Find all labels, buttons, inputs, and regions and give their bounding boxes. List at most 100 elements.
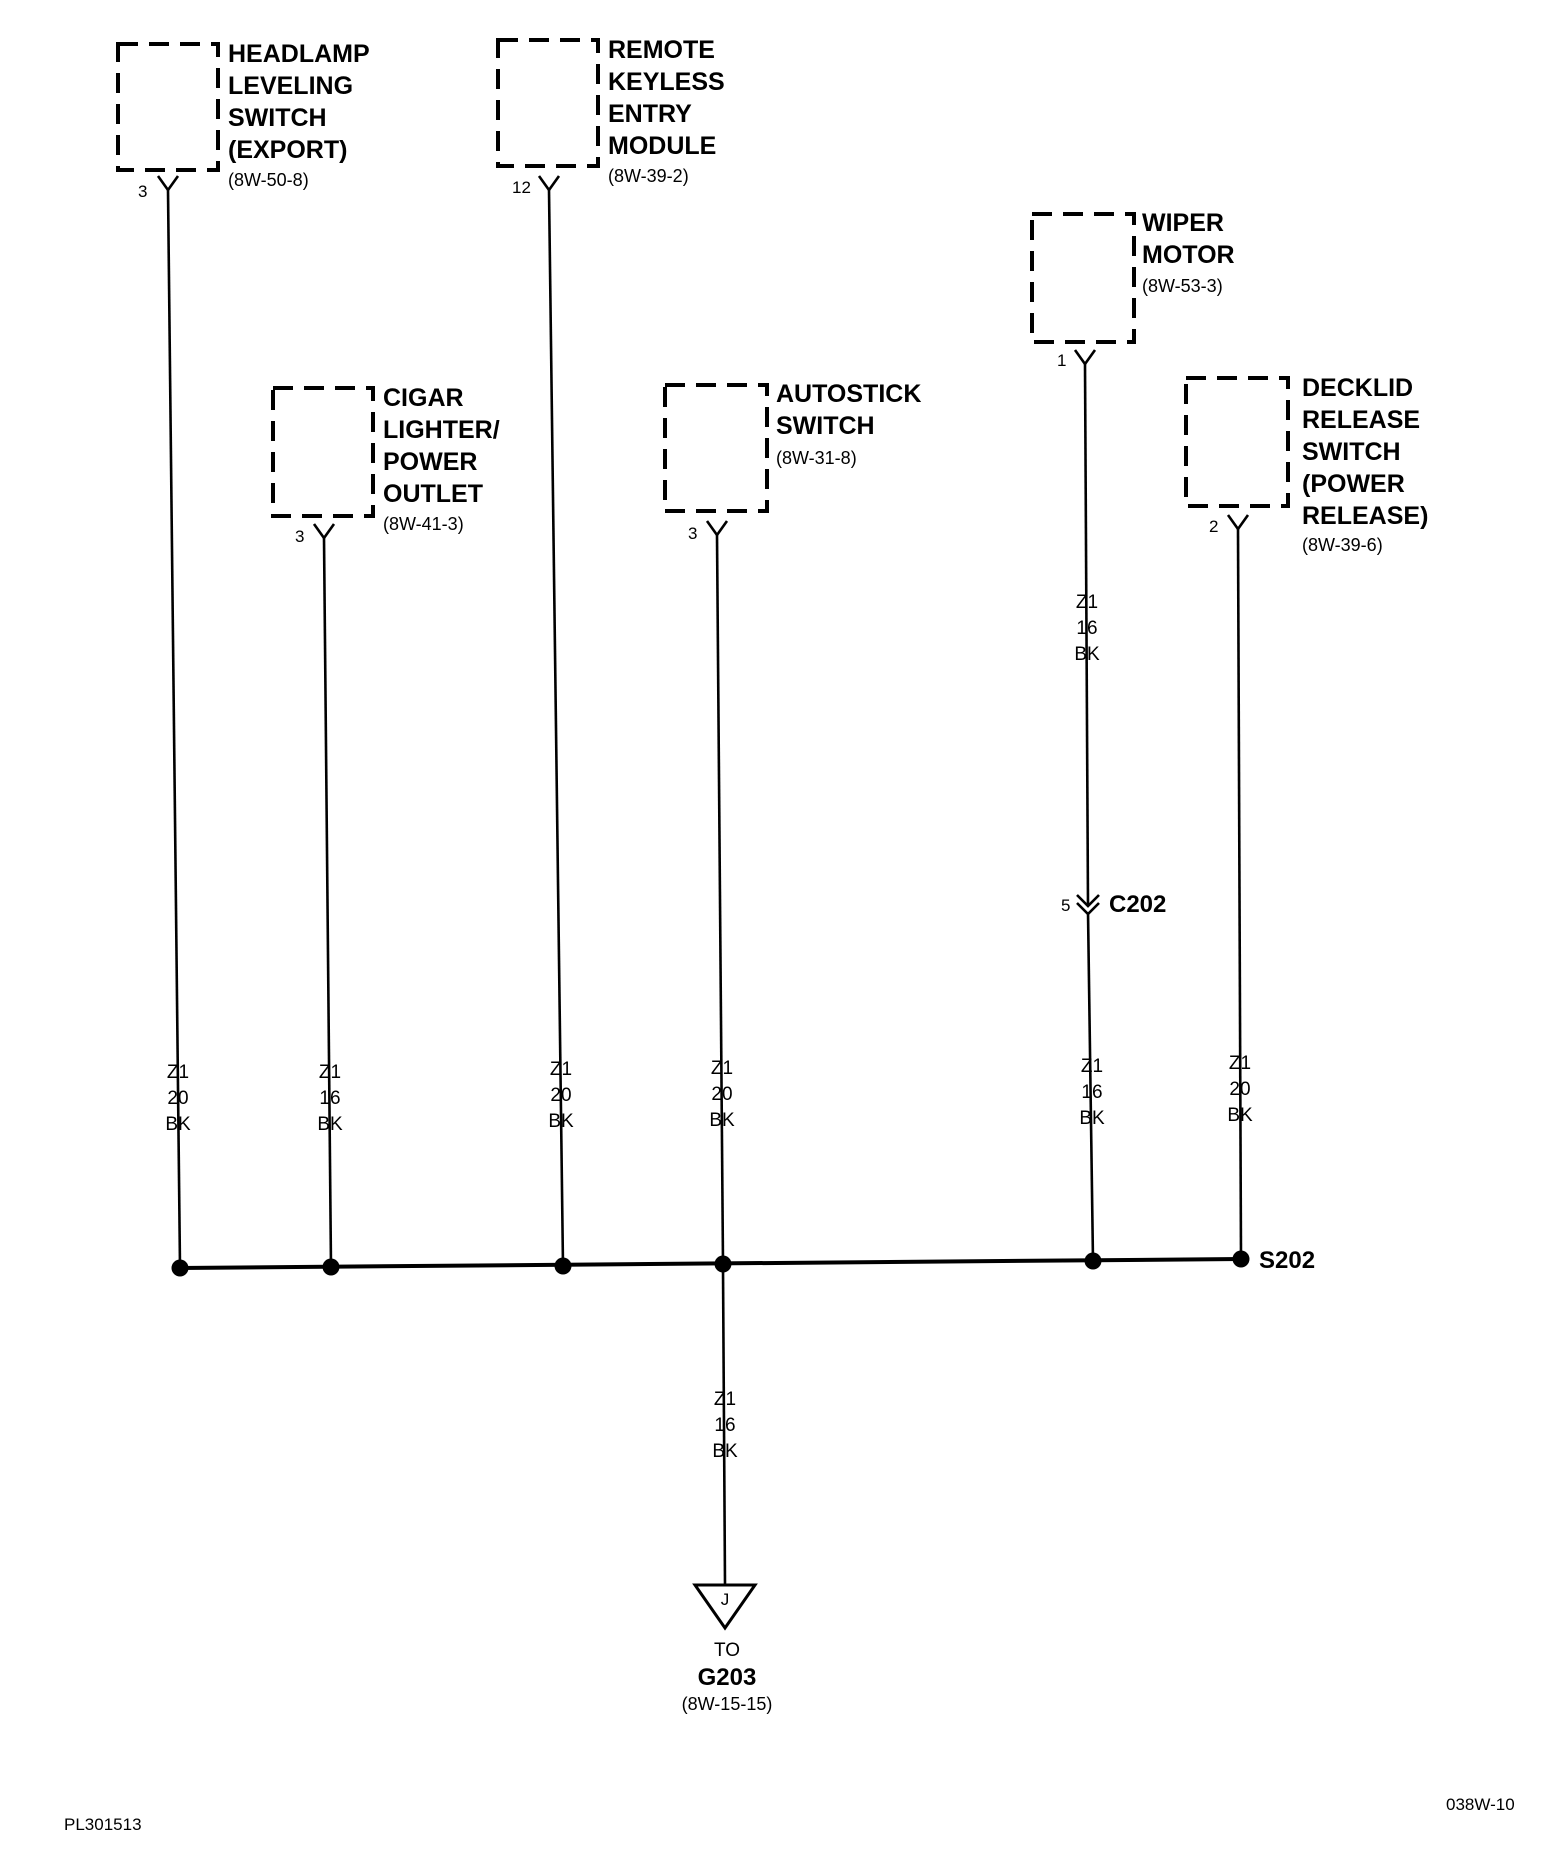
connector-c202: 5 C202 bbox=[1061, 891, 1166, 918]
component-headlamp-leveling-switch: HEADLAMP LEVELING SWITCH (EXPORT) (8W-50… bbox=[116, 40, 370, 201]
component-ref: (8W-31-8) bbox=[776, 448, 857, 468]
component-name-line: LIGHTER/ bbox=[383, 416, 500, 444]
wire-circuit: Z1 bbox=[711, 1058, 733, 1079]
wire-color: BK bbox=[712, 1441, 738, 1462]
wire-labels: Z1 20 BK Z1 16 BK Z1 20 BK Z1 20 BK Z1 1… bbox=[165, 592, 1253, 1462]
component-ref: (8W-39-2) bbox=[608, 166, 689, 186]
wire-circuit: Z1 bbox=[167, 1062, 189, 1083]
component-remote-keyless-entry-module: REMOTE KEYLESS ENTRY MODULE (8W-39-2) 12 bbox=[496, 36, 725, 197]
component-name-line: SWITCH bbox=[1302, 438, 1401, 466]
wire-gauge: 16 bbox=[1076, 618, 1097, 639]
connector-name: C202 bbox=[1109, 891, 1166, 918]
splice-dot bbox=[1232, 1250, 1250, 1268]
component-name-line: MODULE bbox=[608, 132, 716, 160]
wire-wiper-upper bbox=[1083, 363, 1090, 906]
wire-label-decklid: Z1 20 BK bbox=[1227, 1053, 1253, 1126]
component-box bbox=[116, 42, 220, 172]
wire-circuit: Z1 bbox=[1076, 592, 1098, 613]
pin-terminal-icon bbox=[705, 520, 729, 538]
component-box bbox=[663, 383, 769, 513]
component-name-line: SWITCH bbox=[776, 412, 875, 440]
component-ref: (8W-50-8) bbox=[228, 170, 309, 190]
ground-reference: J TO G203 (8W-15-15) bbox=[682, 1583, 773, 1714]
component-cigar-lighter-power-outlet: CIGAR LIGHTER/ POWER OUTLET (8W-41-3) 3 bbox=[271, 384, 500, 546]
component-name-line: REMOTE bbox=[608, 36, 715, 64]
component-name-line: POWER bbox=[383, 448, 477, 476]
component-name-line: (EXPORT) bbox=[228, 136, 347, 164]
wire-color: BK bbox=[709, 1110, 735, 1131]
component-name-line: LEVELING bbox=[228, 72, 353, 100]
component-name-line: OUTLET bbox=[383, 480, 483, 508]
component-ref: (8W-39-6) bbox=[1302, 535, 1383, 555]
component-autostick-switch: AUTOSTICK SWITCH (8W-31-8) 3 bbox=[663, 380, 921, 543]
splice-dot bbox=[171, 1259, 189, 1277]
pin-terminal-icon bbox=[537, 175, 561, 193]
footer-right-code: 038W-10 bbox=[1446, 1795, 1515, 1814]
pin-terminal-icon bbox=[1226, 514, 1250, 532]
wire-gauge: 20 bbox=[167, 1088, 188, 1109]
component-name-line: CIGAR bbox=[383, 384, 464, 412]
wire-gauge: 16 bbox=[714, 1415, 735, 1436]
component-ref: (8W-53-3) bbox=[1142, 276, 1223, 296]
component-box bbox=[1184, 376, 1290, 508]
component-box bbox=[496, 38, 600, 168]
splice-dot bbox=[322, 1258, 340, 1276]
component-name-line: MOTOR bbox=[1142, 241, 1235, 269]
wire-gauge: 20 bbox=[1229, 1079, 1250, 1100]
wire-gauge: 16 bbox=[319, 1088, 340, 1109]
component-name-line: RELEASE) bbox=[1302, 502, 1428, 530]
wires bbox=[166, 189, 1243, 1586]
ground-to-label: TO bbox=[714, 1640, 740, 1661]
wire-gauge: 20 bbox=[711, 1084, 732, 1105]
pin-number: 3 bbox=[138, 182, 147, 201]
pin-terminal-icon bbox=[156, 175, 180, 193]
wire-color: BK bbox=[548, 1111, 574, 1132]
wire-autostick bbox=[715, 534, 725, 1265]
footer-left-code: PL301513 bbox=[64, 1815, 142, 1834]
component-name-line: KEYLESS bbox=[608, 68, 725, 96]
wire-color: BK bbox=[1079, 1108, 1105, 1129]
pin-number: 2 bbox=[1209, 517, 1218, 536]
wire-color: BK bbox=[1074, 644, 1100, 665]
ground-triangle-icon bbox=[692, 1583, 758, 1631]
component-decklid-release-switch: DECKLID RELEASE SWITCH (POWER RELEASE) (… bbox=[1184, 374, 1428, 555]
component-name-line: RELEASE bbox=[1302, 406, 1420, 434]
wire-color: BK bbox=[317, 1114, 343, 1135]
wire-label-wiper-lower: Z1 16 BK bbox=[1079, 1056, 1105, 1129]
wire-wiper-lower bbox=[1086, 911, 1095, 1262]
wire-label-wiper-upper: Z1 16 BK bbox=[1074, 592, 1100, 665]
wire-label-remote: Z1 20 BK bbox=[548, 1059, 574, 1132]
wire-color: BK bbox=[1227, 1105, 1253, 1126]
component-box bbox=[271, 386, 375, 518]
wire-gauge: 20 bbox=[550, 1085, 571, 1106]
component-ref: (8W-41-3) bbox=[383, 514, 464, 534]
wire-ground bbox=[721, 1267, 727, 1586]
component-name-line: WIPER bbox=[1142, 209, 1224, 237]
pin-number: 1 bbox=[1057, 351, 1066, 370]
component-name-line: AUTOSTICK bbox=[776, 380, 921, 408]
component-box bbox=[1030, 212, 1136, 344]
pin-terminal-icon bbox=[1073, 349, 1097, 367]
wire-headlamp bbox=[166, 189, 182, 1268]
bus-line bbox=[179, 1257, 1242, 1270]
wire-circuit: Z1 bbox=[1081, 1056, 1103, 1077]
splice-bus: S202 bbox=[171, 1247, 1315, 1277]
pin-number: 3 bbox=[688, 524, 697, 543]
pin-terminal-icon bbox=[312, 523, 336, 541]
splice-dot bbox=[554, 1257, 572, 1275]
wire-circuit: Z1 bbox=[1229, 1053, 1251, 1074]
component-name-line: ENTRY bbox=[608, 100, 692, 128]
wire-circuit: Z1 bbox=[550, 1059, 572, 1080]
wire-label-cigar: Z1 16 BK bbox=[317, 1062, 343, 1135]
ground-ref: (8W-15-15) bbox=[682, 1694, 773, 1714]
wire-label-headlamp: Z1 20 BK bbox=[165, 1062, 191, 1135]
component-name-line: (POWER bbox=[1302, 470, 1405, 498]
wire-color: BK bbox=[165, 1114, 191, 1135]
wire-decklid bbox=[1236, 528, 1243, 1260]
wire-circuit: Z1 bbox=[319, 1062, 341, 1083]
ground-name: G203 bbox=[698, 1664, 757, 1691]
pin-number: 3 bbox=[295, 527, 304, 546]
wire-remote bbox=[547, 189, 565, 1267]
connector-pin: 5 bbox=[1061, 896, 1070, 915]
